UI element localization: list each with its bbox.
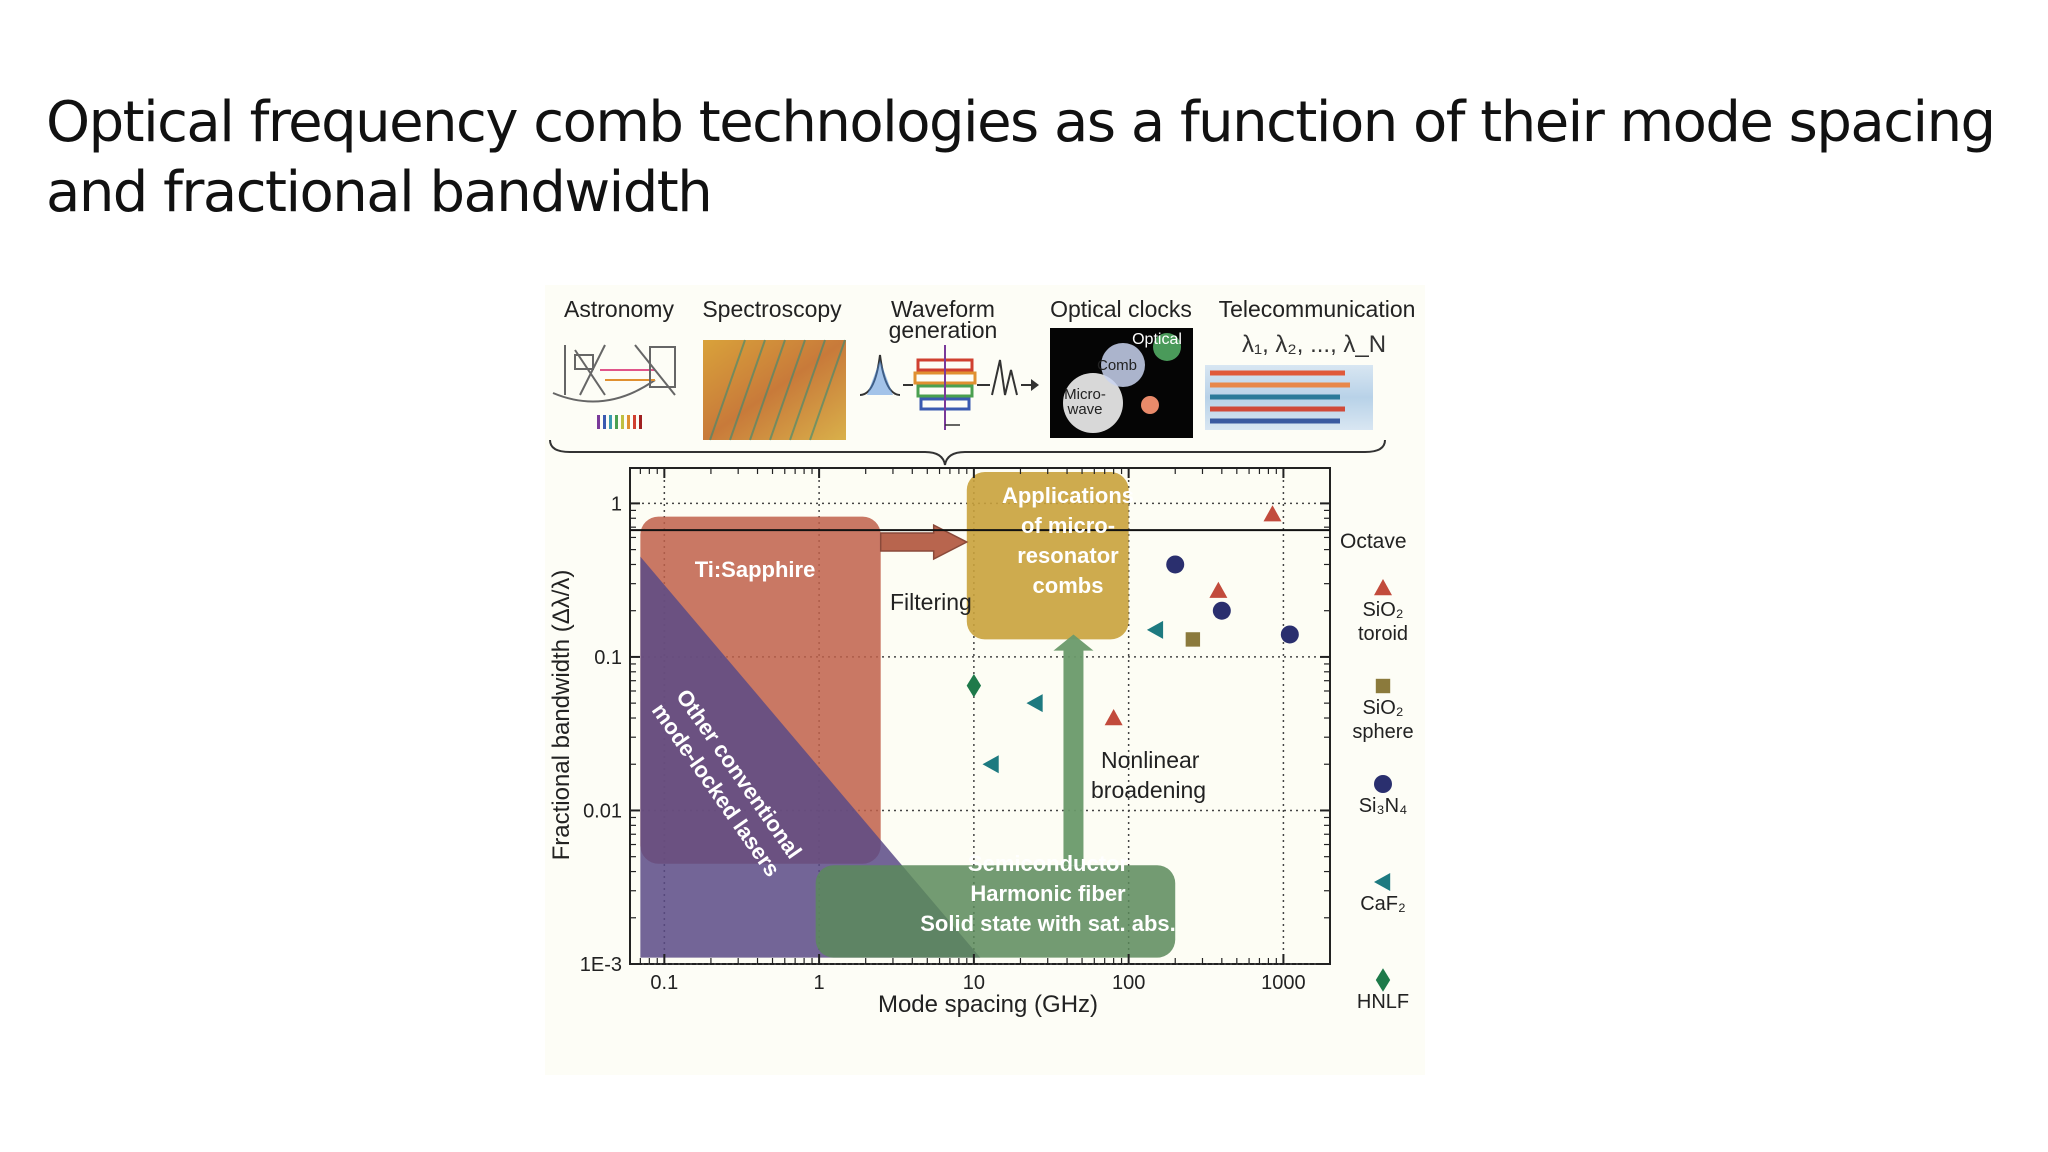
region-label-applications: Applications (1002, 483, 1134, 508)
broadening-label: broadening (1091, 777, 1206, 803)
data-point-triangle-up (1104, 709, 1123, 726)
plot-regions (630, 472, 1330, 958)
x-tick-label: 10 (963, 972, 985, 994)
legend-marker-circle (1374, 775, 1392, 793)
legend-label-2: toroid (1358, 623, 1408, 645)
waveform-generation-icon (859, 345, 1039, 430)
legend-marker-diamond (1375, 968, 1391, 992)
x-tick-label: 1 (814, 972, 825, 994)
legend-marker-square (1375, 678, 1391, 694)
app-label-optical-clocks: Optical clocks (1050, 296, 1192, 322)
legend-label: Si₃N₄ (1359, 795, 1408, 817)
comb-circle (1101, 343, 1145, 387)
y-tick-label: 0.01 (583, 800, 622, 822)
data-point-triangle-up (1263, 505, 1282, 522)
x-axis-label: Mode spacing (GHz) (878, 991, 1098, 1018)
x-tick-label: 1000 (1261, 972, 1306, 994)
data-point-triangle-left (982, 755, 999, 774)
telecom-arrows (1210, 370, 1350, 424)
y-tick-label: 0.1 (594, 647, 622, 669)
app-label-astronomy: Astronomy (564, 296, 674, 322)
app-label-telecommunication: Telecommunication (1219, 296, 1416, 322)
optical-dot-green (1153, 333, 1181, 361)
region-label-solid-state: Solid state with sat. abs. (920, 911, 1176, 936)
optical-clock-inset-comb: Comb (1097, 357, 1137, 374)
region-semiconductor (815, 865, 1176, 958)
plot-ticks: 0.1 1 10 100 1000 1 0.1 0.01 1E-3 (580, 468, 1331, 994)
optical-clock-inset-optical: Optical (1132, 331, 1182, 348)
plot-area: 0.1 1 10 100 1000 1 0.1 0.01 1E-3 (580, 467, 1331, 994)
legend-label: SiO₂ (1362, 697, 1403, 719)
data-point-triangle-up (1209, 581, 1228, 598)
legend-marker-triangle-left (1374, 873, 1391, 891)
microwave-circle (1063, 373, 1123, 433)
region-label-resonator: resonator (1017, 543, 1119, 568)
region-label-harmonic-fiber: Harmonic fiber (970, 881, 1126, 906)
app-label-spectroscopy: Spectroscopy (702, 296, 842, 322)
nonlinear-broadening-arrow (1053, 634, 1094, 866)
y-tick-label: 1E-3 (580, 954, 622, 976)
x-tick-label: 100 (1112, 972, 1145, 994)
legend-label: SiO₂ (1362, 599, 1403, 621)
telecom-lambdas: λ₁, λ₂, ..., λ_N (1242, 331, 1386, 358)
region-microresonator-applications (966, 472, 1129, 640)
app-label-generation: generation (889, 317, 998, 343)
slide-title: Optical frequency comb technologies as a… (46, 88, 2006, 228)
app-label-waveform: Waveform (891, 296, 995, 322)
y-tick-label: 1 (611, 493, 622, 515)
figure-panel: Astronomy Spectroscopy Waveform generati… (545, 285, 1425, 1075)
region-label-combs: combs (1033, 573, 1104, 598)
data-point-triangle-left (1146, 620, 1164, 639)
data-point-circle (1280, 625, 1299, 644)
legend-marker-triangle-up (1374, 579, 1392, 596)
region-label-of-micro: of micro- (1021, 513, 1115, 538)
spectroscopy-texture (709, 339, 846, 441)
octave-label: Octave (1340, 530, 1407, 553)
region-label-semiconductor: Semiconductor (968, 851, 1129, 876)
application-strip: Astronomy Spectroscopy Waveform generati… (549, 296, 1416, 466)
x-tick-label: 0.1 (650, 972, 678, 994)
y-axis-label: Fractional bandwidth (Δλ/λ) (548, 570, 575, 861)
nonlinear-label: Nonlinear (1101, 747, 1200, 773)
filtering-label: Filtering (890, 589, 972, 615)
legend-label: HNLF (1357, 991, 1409, 1013)
slide-title-line-1: Optical frequency comb technologies as a… (46, 90, 1996, 155)
plot-points (966, 505, 1299, 774)
telescope-icon (552, 344, 676, 403)
region-label-ti-sapphire: Ti:Sapphire (695, 557, 816, 582)
optical-clock-inset-micro: Micro- (1064, 386, 1106, 403)
slide-title-line-2: and fractional bandwidth (46, 160, 713, 225)
legend-label-2: sphere (1352, 721, 1413, 743)
data-point-square (1185, 632, 1201, 647)
legend-label: CaF₂ (1360, 893, 1406, 915)
comb-figure-svg: Astronomy Spectroscopy Waveform generati… (548, 296, 1416, 1018)
filtering-arrow (879, 523, 969, 561)
data-point-circle (1212, 601, 1231, 620)
data-point-triangle-left (1026, 694, 1043, 713)
astronomy-spectrum-bars (597, 415, 642, 429)
data-point-circle (1166, 555, 1185, 574)
optical-dot-orange (1141, 396, 1159, 414)
optical-clock-inset-wave: wave (1066, 401, 1102, 418)
applications-brace (549, 439, 1386, 466)
